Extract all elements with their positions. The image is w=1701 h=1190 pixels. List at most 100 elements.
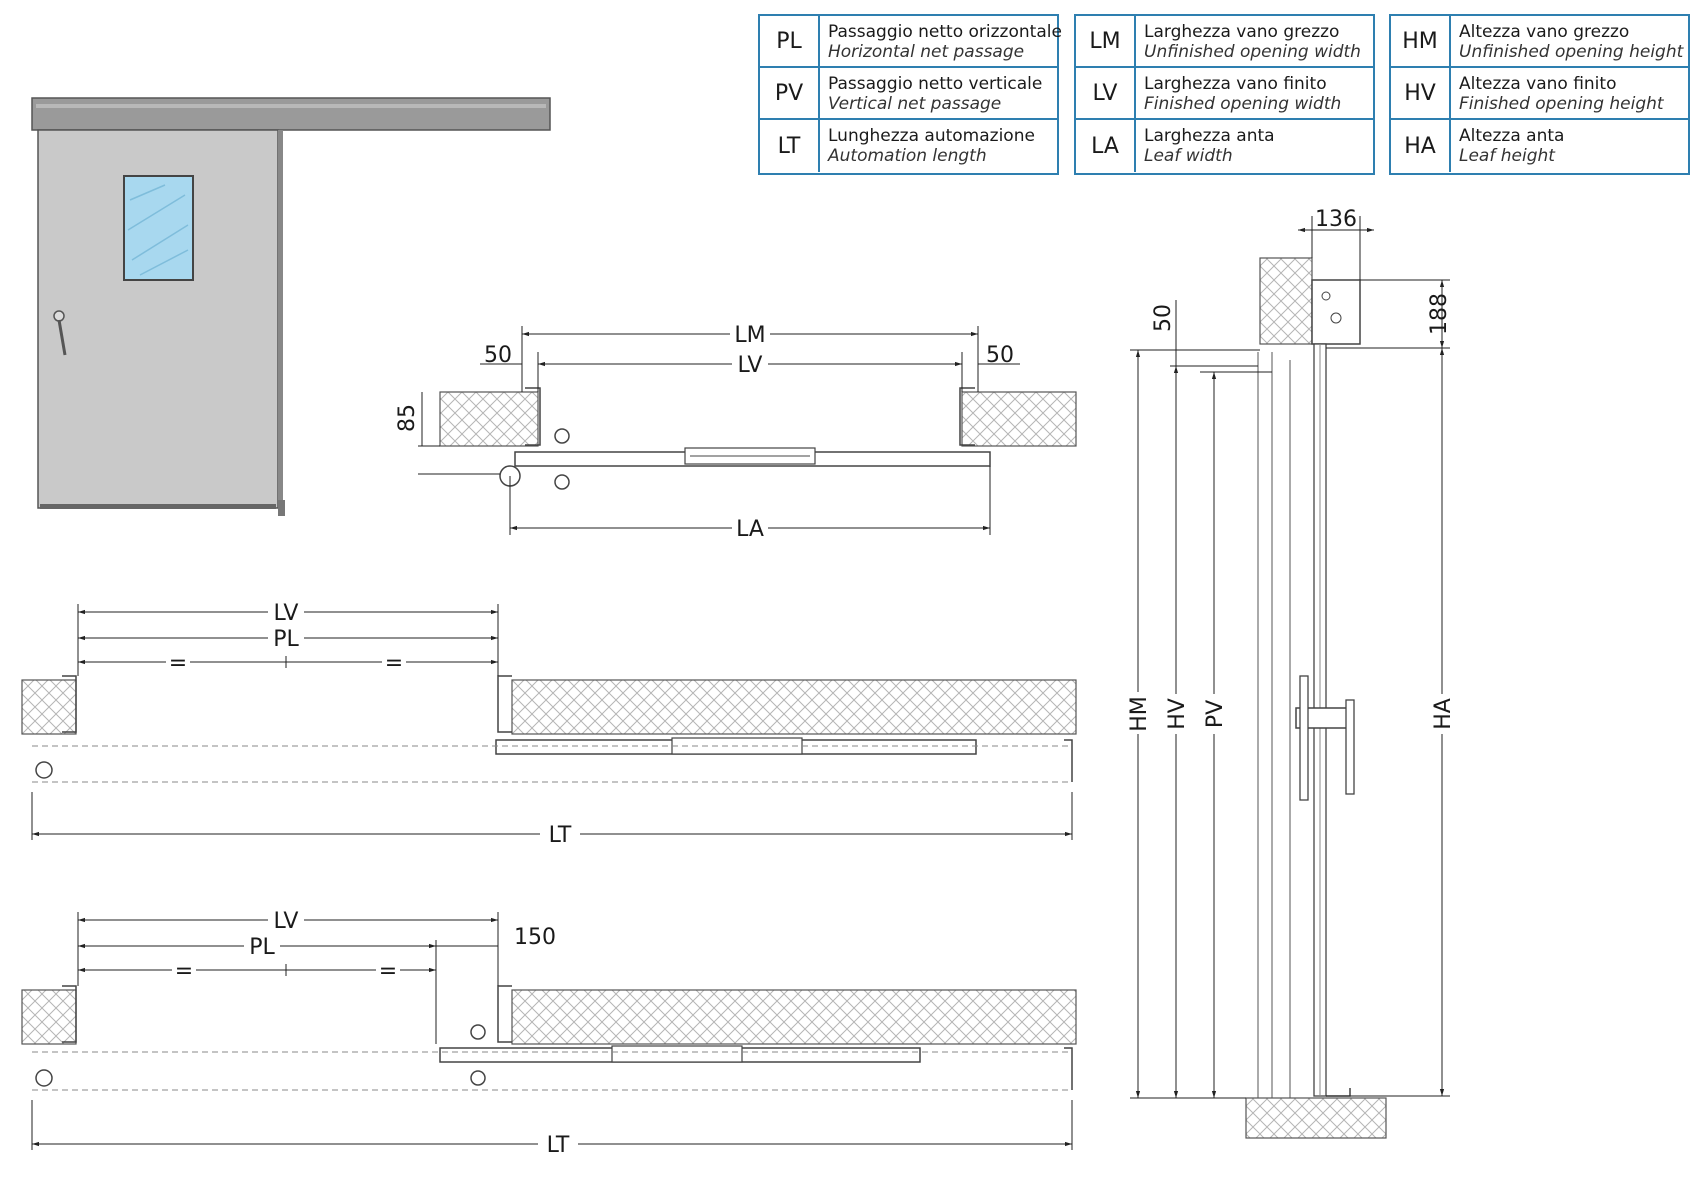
dim-50-right: 50 <box>986 343 1014 368</box>
dim-85: 85 <box>395 404 420 432</box>
dim-lv: LV <box>738 353 763 378</box>
door-elevation <box>31 97 551 516</box>
dim-ha: HA <box>1431 698 1456 730</box>
dim-lm: LM <box>734 323 765 348</box>
legend-code: LM <box>1076 16 1136 66</box>
handle-recess <box>611 1045 743 1063</box>
dim-pl: PL <box>273 627 299 652</box>
frame-right <box>497 675 512 733</box>
legend-code: LV <box>1076 68 1136 118</box>
legend-label-it: Lunghezza automazione <box>828 126 1035 146</box>
dim-136: 136 <box>1315 207 1357 232</box>
end-stop <box>35 1069 53 1087</box>
floor-guide <box>278 500 285 516</box>
dim-hm: HM <box>1127 696 1152 732</box>
legend-group-width: LM Larghezza vano grezzo Unfinished open… <box>1074 14 1375 175</box>
door-edge <box>278 130 283 508</box>
dim-lv: LV <box>274 909 299 934</box>
dim-equal-right: = <box>379 959 397 984</box>
legend-label-en: Leaf height <box>1459 146 1555 166</box>
legend-row-lv: LV Larghezza vano finito Finished openin… <box>1076 68 1373 120</box>
legend-row-hv: HV Altezza vano finito Finished opening … <box>1391 68 1688 120</box>
dim-hv: HV <box>1165 698 1190 730</box>
legend-label-it: Larghezza vano finito <box>1144 74 1327 94</box>
legend-label-en: Unfinished opening height <box>1459 42 1684 62</box>
wall-right <box>511 679 1077 735</box>
door-handle <box>57 319 67 356</box>
legend-label-en: Finished opening width <box>1144 94 1342 114</box>
vertical-section: 136 188 50 HM HV PV HA <box>1124 207 1456 1139</box>
legend-row-ha: HA Altezza anta Leaf height <box>1391 120 1688 172</box>
legend-label-it: Altezza vano finito <box>1459 74 1617 94</box>
dim-150: 150 <box>514 925 556 950</box>
dim-equal-left: = <box>175 959 193 984</box>
end-stop <box>35 761 53 779</box>
legend-label-en: Leaf width <box>1144 146 1233 166</box>
legend-code: LT <box>760 120 820 172</box>
legend-code: PL <box>760 16 820 66</box>
wall-left <box>439 391 539 447</box>
wheel-top <box>470 1024 486 1040</box>
legend-code: HM <box>1391 16 1451 66</box>
dim-188: 188 <box>1427 293 1452 335</box>
lintel-wall <box>1259 257 1313 345</box>
legend-label-en: Horizontal net passage <box>828 42 1025 62</box>
floor <box>1245 1097 1387 1139</box>
legend-row-pl: PL Passaggio netto orizzontale Horizonta… <box>760 16 1062 68</box>
handle-grip-right <box>1345 699 1355 795</box>
dim-lt: LT <box>547 1133 570 1158</box>
wall-left <box>21 989 77 1045</box>
legend-code: PV <box>760 68 820 118</box>
plan-top: LM LV 50 50 85 LA <box>395 318 1077 542</box>
legend-label-it: Larghezza anta <box>1144 126 1275 146</box>
wall-right <box>511 989 1077 1045</box>
legend-label-en: Automation length <box>828 146 987 166</box>
legend-label-en: Vertical net passage <box>828 94 1002 114</box>
dim-pl: PL <box>249 935 275 960</box>
dim-la: LA <box>736 517 764 542</box>
wheel-bottom <box>554 474 570 490</box>
legend-code: LA <box>1076 120 1136 172</box>
end-bracket <box>1064 739 1073 782</box>
frame-right <box>497 985 512 1043</box>
legend-label-en: Finished opening height <box>1459 94 1664 114</box>
legend-code: HA <box>1391 120 1451 172</box>
plan-bottom: LV PL 150 = = LT <box>21 906 1077 1158</box>
floor-guide-section <box>1326 1088 1351 1097</box>
dim-50-left: 50 <box>484 343 512 368</box>
plan-middle: LV PL = = LT <box>21 598 1077 848</box>
dim-equal-left: = <box>169 651 187 676</box>
wall-left <box>21 679 77 735</box>
automation-box <box>1311 279 1361 345</box>
handle-grip-left <box>1299 675 1309 801</box>
legend-label-it: Larghezza vano grezzo <box>1144 22 1340 42</box>
frame-left <box>525 387 541 446</box>
legend-label-it: Altezza vano grezzo <box>1459 22 1630 42</box>
legend-row-pv: PV Passaggio netto verticale Vertical ne… <box>760 68 1057 120</box>
dim-equal-right: = <box>385 651 403 676</box>
end-bracket <box>1064 1047 1073 1090</box>
legend-label-it: Passaggio netto verticale <box>828 74 1043 94</box>
legend-label-it: Altezza anta <box>1459 126 1565 146</box>
legend-code: HV <box>1391 68 1451 118</box>
track-rail-highlight <box>36 104 546 108</box>
legend-group-passage: PL Passaggio netto orizzontale Horizonta… <box>758 14 1062 175</box>
door-window <box>123 175 194 281</box>
handle-pivot <box>53 310 65 322</box>
glass-reflection <box>127 184 189 276</box>
dim-50: 50 <box>1151 304 1176 332</box>
wall-right <box>961 391 1077 447</box>
legend-row-hm: HM Altezza vano grezzo Unfinished openin… <box>1391 16 1688 68</box>
door-bottom-seal <box>40 504 276 509</box>
track-rail <box>31 97 551 131</box>
frame-left <box>62 675 77 733</box>
frame-left <box>62 985 77 1043</box>
legend-group-height: HM Altezza vano grezzo Unfinished openin… <box>1389 14 1690 175</box>
dim-pv: PV <box>1203 700 1228 728</box>
legend-label-it: Passaggio netto orizzontale <box>828 22 1062 42</box>
dim-lt: LT <box>549 823 572 848</box>
frame-right <box>959 387 975 446</box>
legend-label-en: Unfinished opening width <box>1144 42 1361 62</box>
dim-lv: LV <box>274 601 299 626</box>
